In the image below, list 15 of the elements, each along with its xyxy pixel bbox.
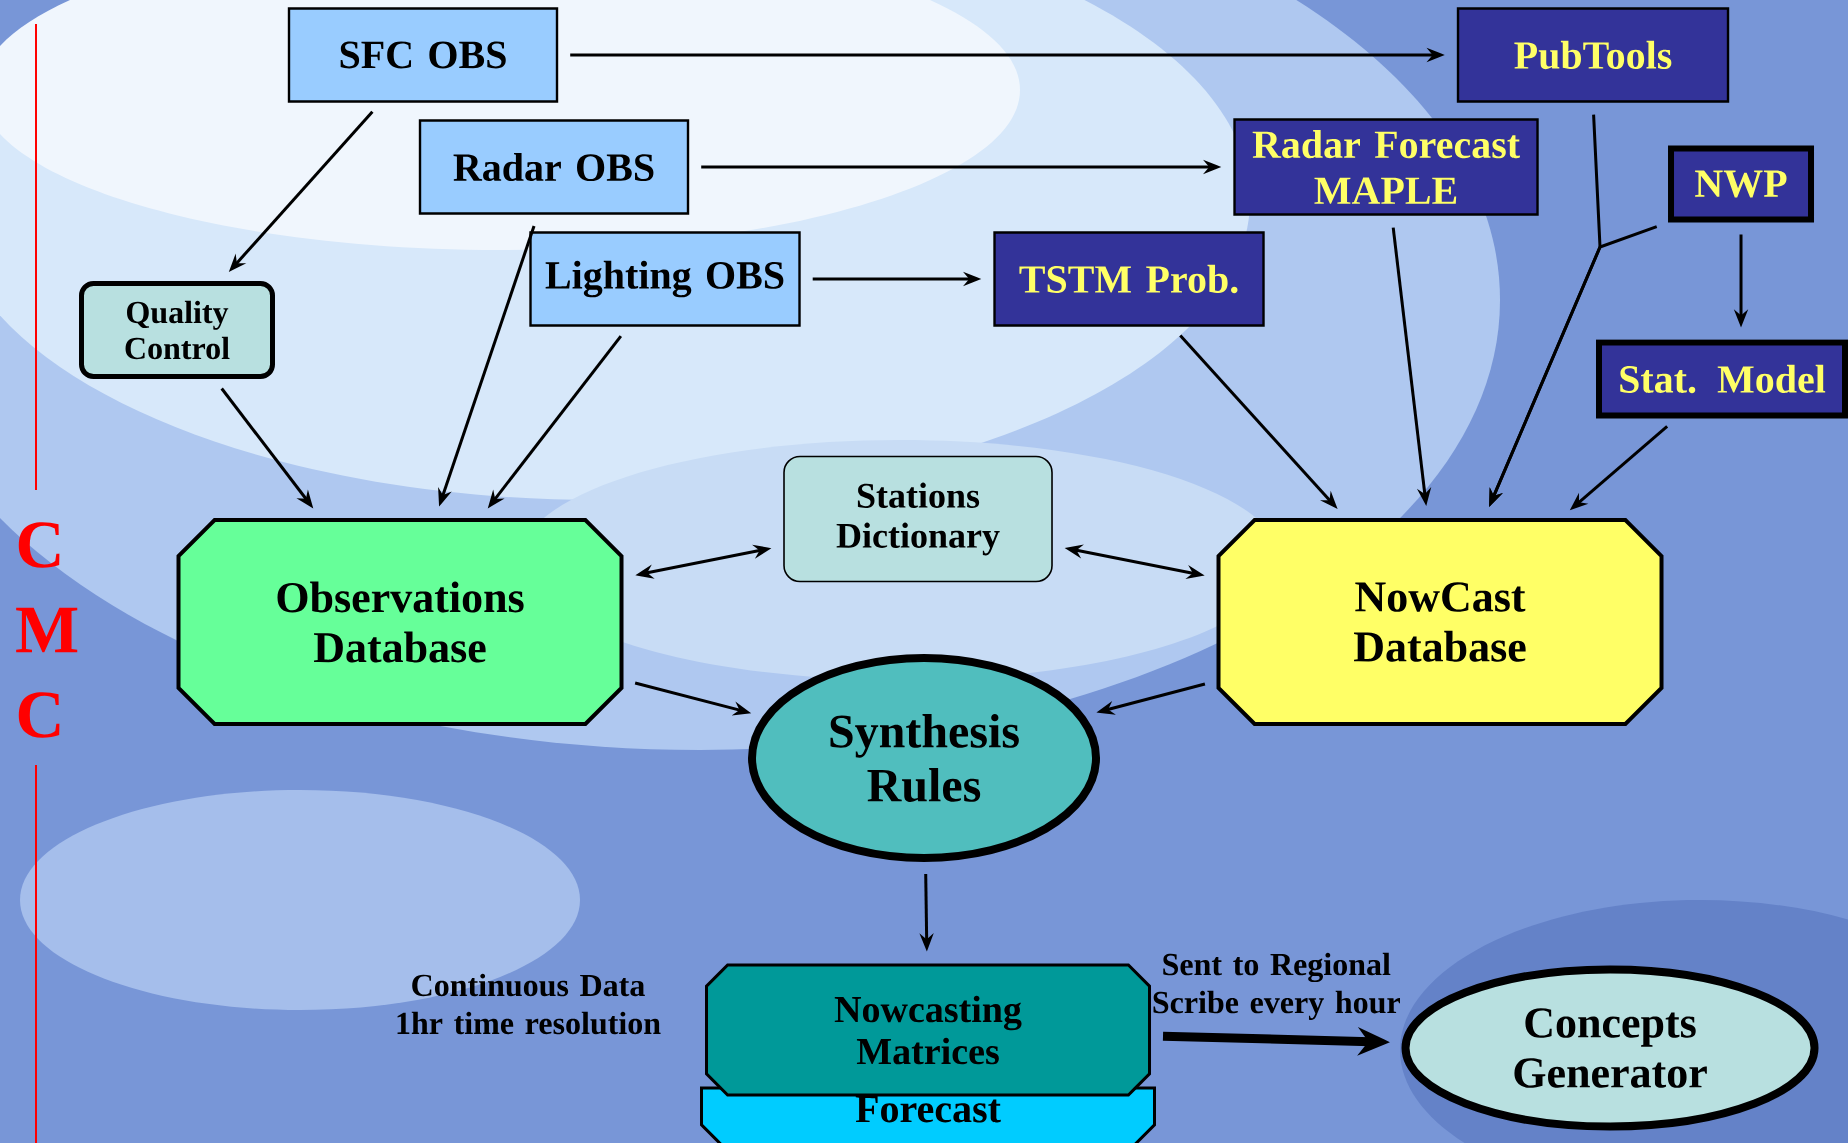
note-text: Continuous Data 1hr time resolution [397, 973, 661, 1035]
side-letter: M [16, 607, 78, 653]
process-box: Stat. Model [1596, 339, 1848, 419]
edge-label: Sent to Regional Scribe every hour [1153, 952, 1400, 1020]
side-letter: C [18, 522, 60, 568]
side-letter: C [18, 692, 60, 738]
process-box: Radar OBS [418, 119, 690, 215]
process-box: Quality Control [79, 281, 275, 379]
process-box: SFC OBS [287, 7, 559, 103]
process-box: Stations Dictionary [783, 455, 1053, 583]
process-box: NWP [1668, 145, 1814, 223]
process-box: Radar Forecast MAPLE [1233, 118, 1539, 216]
process-box: PubTools [1456, 7, 1730, 103]
process-box: TSTM Prob. [993, 231, 1265, 327]
process-box: Lighting OBS [529, 231, 801, 327]
